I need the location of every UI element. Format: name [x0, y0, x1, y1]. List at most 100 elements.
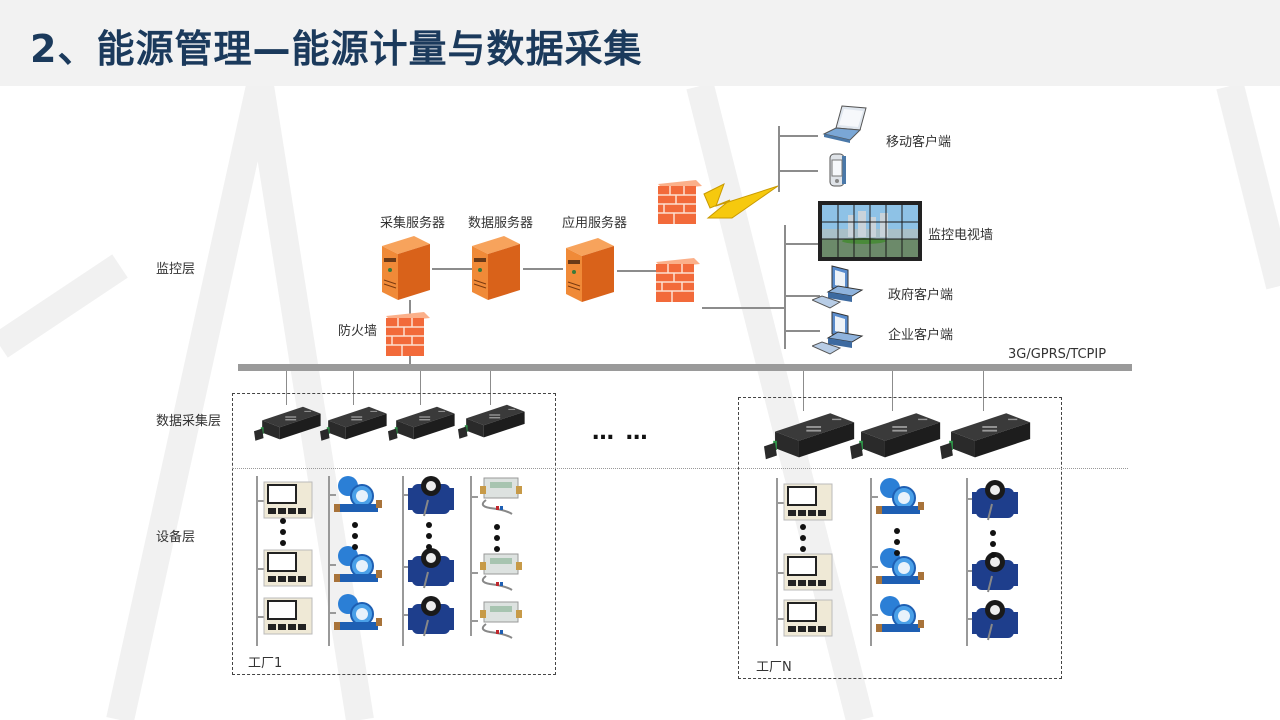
link-tv-wall: [784, 243, 820, 245]
link-data-app: [523, 268, 563, 270]
firewall-icon: [386, 312, 430, 356]
electric-meter-icon: [782, 552, 834, 596]
link-app-firewall: [617, 270, 657, 272]
more-devices-ellipsis-icon: [894, 528, 900, 561]
device-bus-line: [870, 478, 872, 646]
drop-line: [420, 371, 421, 405]
wireless-lightning-icon: [703, 182, 779, 219]
heat-meter-icon: [476, 600, 526, 644]
electric-meter-icon: [262, 548, 314, 592]
link-enterprise-client: [784, 330, 820, 332]
client-label-mobile: 移动客户端: [886, 135, 952, 150]
device-bus-line: [870, 566, 878, 568]
device-bus-line: [328, 612, 336, 614]
server-label-app: 应用服务器: [562, 216, 628, 231]
device-bus-line: [470, 572, 478, 574]
device-bus-line: [966, 618, 974, 620]
device-bus-line: [966, 498, 974, 500]
more-devices-ellipsis-icon: [426, 522, 432, 555]
layer-separator: [232, 468, 1128, 469]
device-bus-line: [256, 616, 264, 618]
more-factories-ellipsis: … …: [592, 420, 650, 445]
device-bus-line: [776, 478, 778, 646]
data-collector-icon: [254, 400, 322, 446]
electric-meter-icon: [262, 596, 314, 640]
network-label: 3G/GPRS/TCPIP: [1008, 347, 1107, 362]
water-meter-icon: [876, 546, 926, 592]
drop-line: [892, 371, 893, 411]
large-water-meter-icon: [972, 550, 1018, 598]
device-bus-line: [870, 614, 878, 616]
large-water-meter-icon: [408, 474, 454, 522]
data-collector-icon: [940, 404, 1032, 465]
app-server-icon: [566, 238, 614, 302]
server-label-collect: 采集服务器: [380, 216, 446, 231]
collect-server-icon: [382, 236, 430, 300]
device-bus-line: [966, 570, 974, 572]
device-bus-line: [256, 476, 258, 646]
device-bus-line: [402, 476, 404, 646]
device-bus-line: [328, 494, 336, 496]
device-bus-line: [328, 564, 336, 566]
electric-meter-icon: [782, 482, 834, 526]
large-water-meter-icon: [408, 546, 454, 594]
device-bus-line: [776, 502, 784, 504]
device-bus-line: [402, 566, 410, 568]
link-collect-data: [432, 268, 472, 270]
water-meter-icon: [334, 592, 384, 638]
large-water-meter-icon: [972, 598, 1018, 646]
device-bus-line: [470, 620, 478, 622]
data-collector-icon: [388, 400, 456, 446]
link-firewall-clients: [702, 307, 784, 309]
link-pda: [778, 170, 818, 172]
server-label-data: 数据服务器: [468, 216, 534, 231]
more-devices-ellipsis-icon: [494, 524, 500, 557]
device-bus-line: [470, 476, 472, 636]
client-label-gov: 政府客户端: [888, 288, 954, 303]
water-meter-icon: [876, 594, 926, 640]
client-label-tv-wall: 监控电视墙: [928, 228, 994, 243]
firewall-app-icon: [656, 258, 700, 302]
heat-meter-icon: [476, 552, 526, 596]
layer-label-monitor: 监控层: [156, 262, 196, 277]
drop-line: [983, 371, 984, 411]
link-firewall-bus: [409, 355, 411, 365]
device-bus-line: [328, 476, 330, 646]
data-collector-icon: [320, 400, 388, 446]
device-bus-line: [402, 494, 410, 496]
data-collector-icon: [764, 404, 856, 465]
data-collector-icon: [850, 404, 942, 465]
device-bus-line: [776, 572, 784, 574]
layer-label-device: 设备层: [156, 530, 196, 545]
laptop-icon: [822, 105, 867, 143]
device-bus-line: [870, 496, 878, 498]
large-water-meter-icon: [972, 478, 1018, 526]
water-meter-icon: [334, 474, 384, 520]
more-devices-ellipsis-icon: [352, 522, 358, 555]
link-gov-client: [784, 295, 820, 297]
link-collect-firewall: [409, 300, 411, 316]
firewall-wireless-icon: [658, 180, 702, 224]
more-devices-ellipsis-icon: [280, 518, 286, 551]
pda-icon: [829, 153, 846, 187]
drop-line: [490, 371, 491, 405]
network-bus: [238, 364, 1132, 371]
factory-1-label: 工厂1: [248, 656, 283, 671]
large-water-meter-icon: [408, 594, 454, 642]
data-collector-icon: [458, 398, 526, 444]
client-branch-trunk: [784, 225, 786, 349]
more-devices-ellipsis-icon: [800, 524, 806, 557]
electric-meter-icon: [782, 598, 834, 642]
device-bus-line: [402, 614, 410, 616]
device-bus-line: [776, 618, 784, 620]
heat-meter-icon: [476, 476, 526, 520]
electric-meter-icon: [262, 480, 314, 524]
more-devices-ellipsis-icon: [990, 530, 996, 563]
data-server-icon: [472, 236, 520, 300]
device-bus-line: [256, 568, 264, 570]
client-label-enterprise: 企业客户端: [888, 328, 954, 343]
enterprise-computer-icon: [812, 311, 864, 355]
drop-line: [353, 371, 354, 405]
factory-n-label: 工厂N: [756, 660, 792, 675]
